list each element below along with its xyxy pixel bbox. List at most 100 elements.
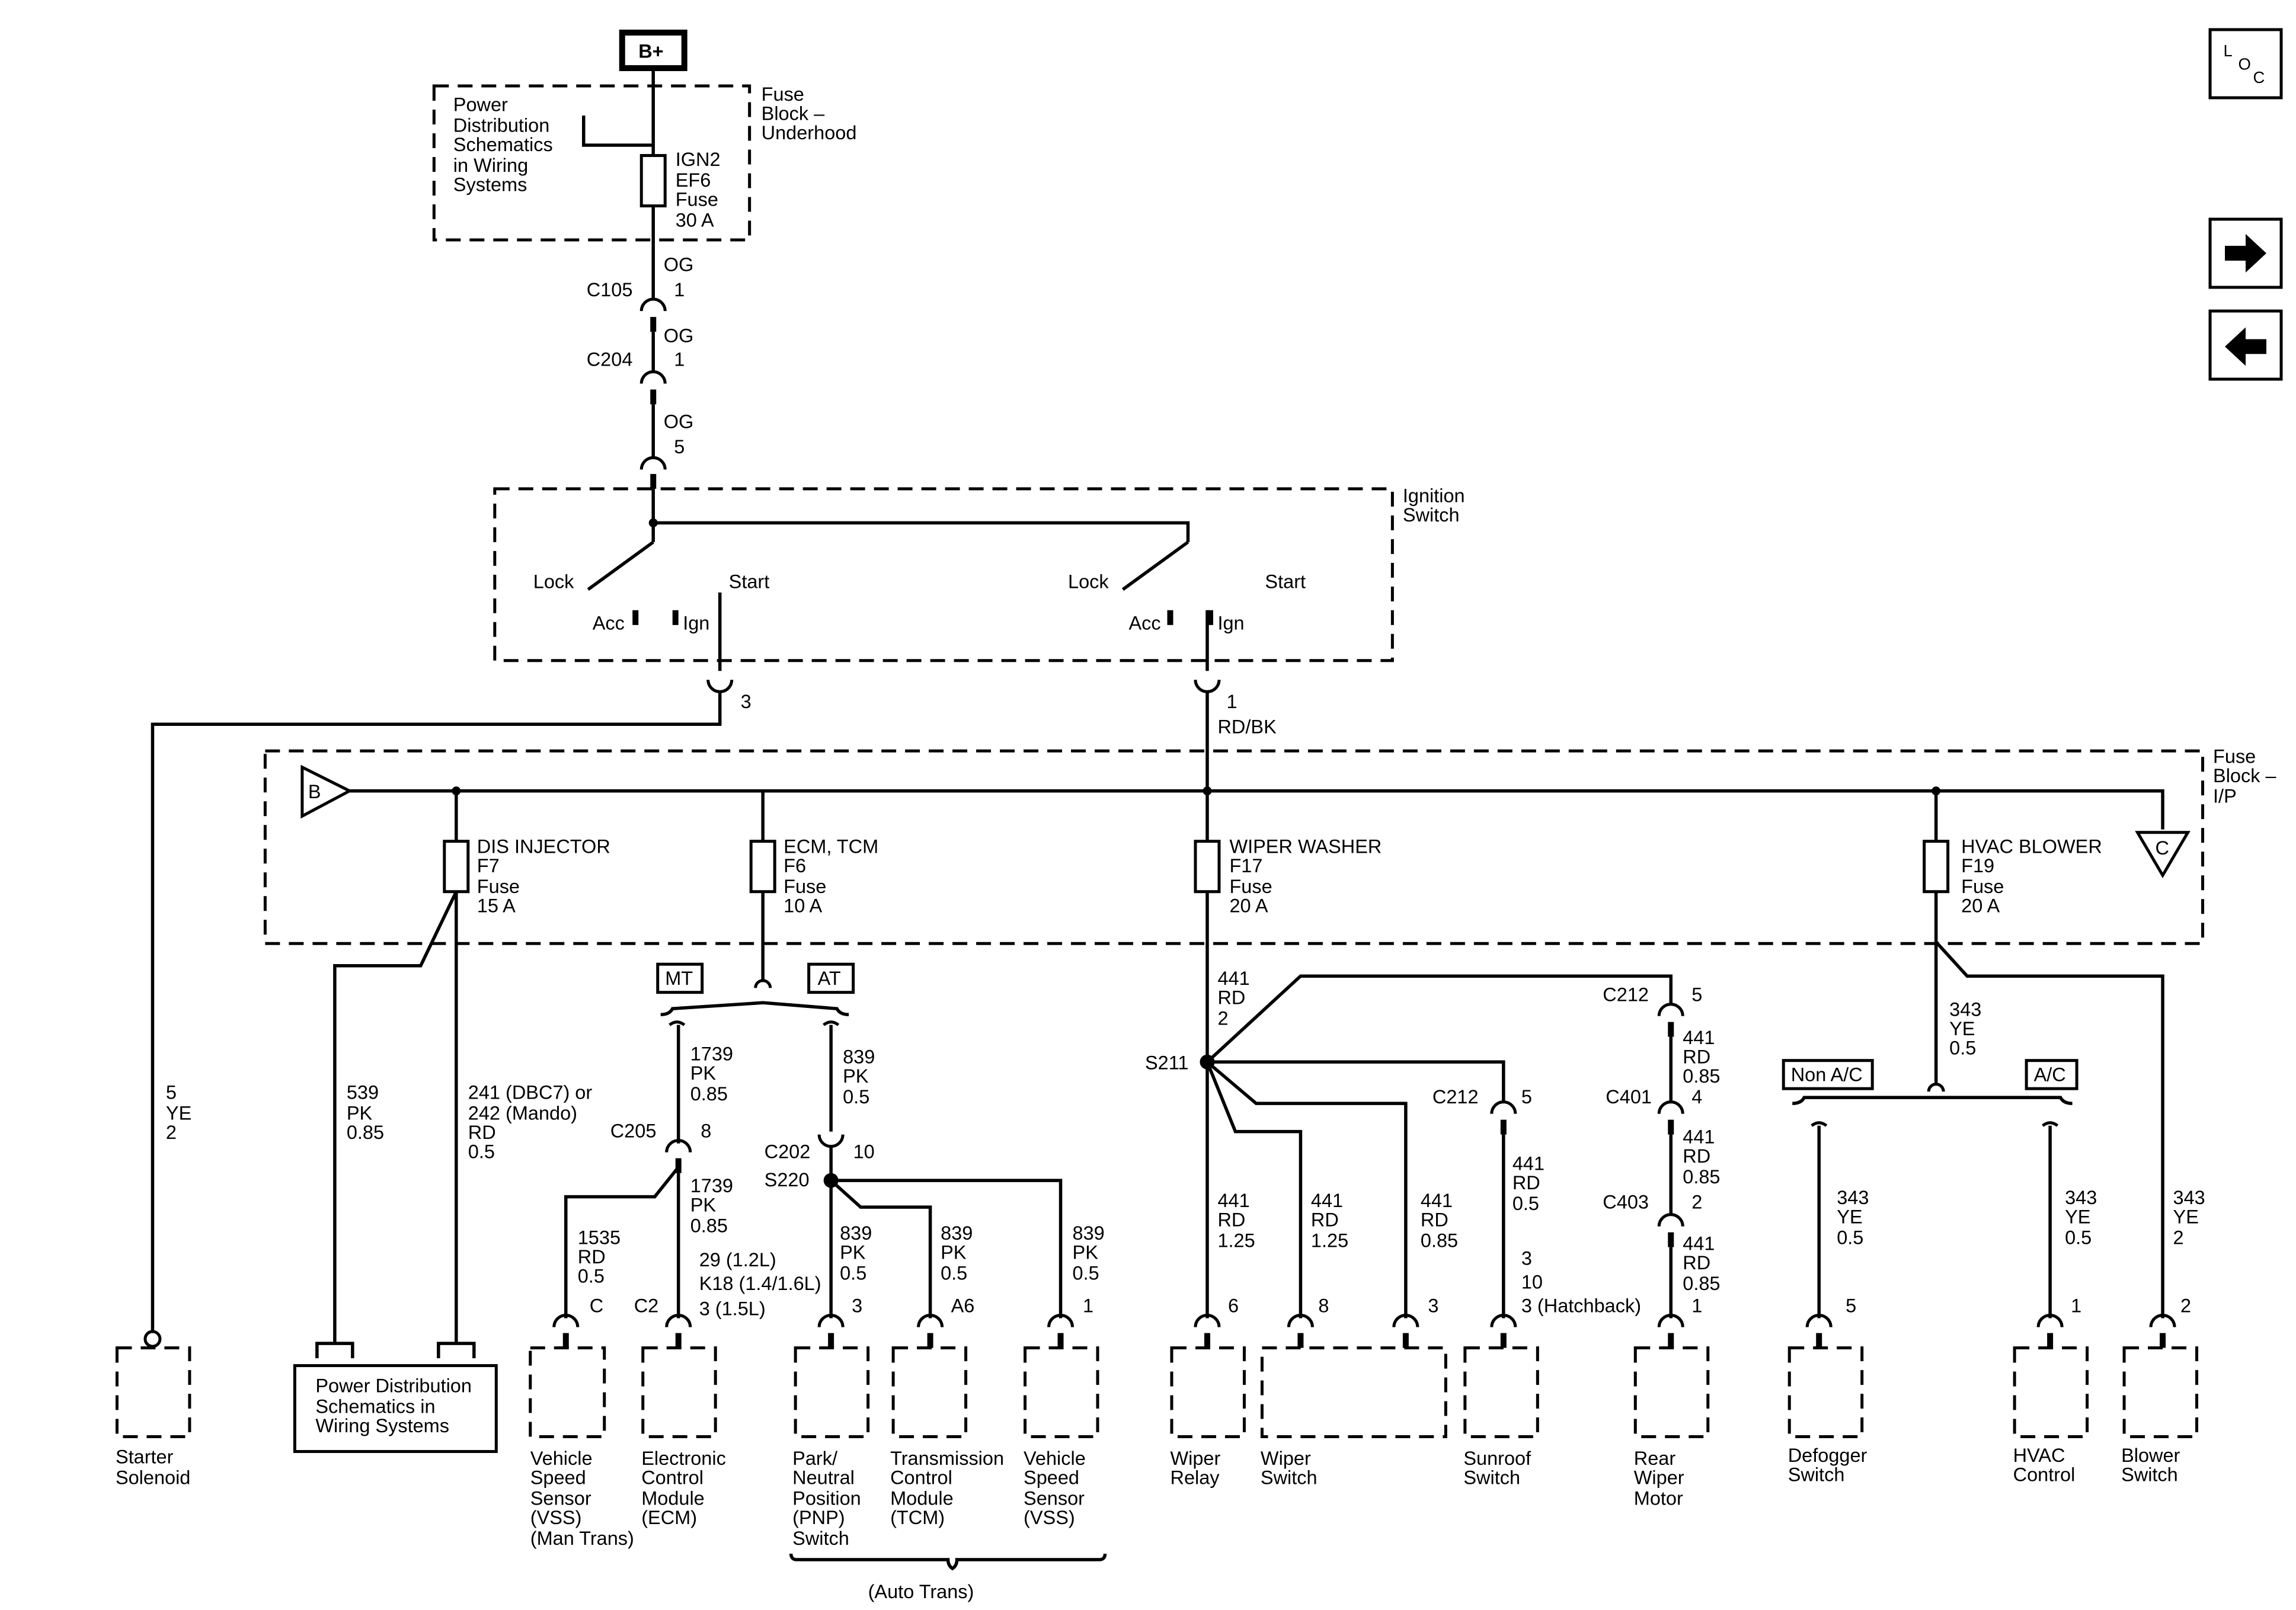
bplus-label: B+ (638, 40, 663, 62)
blower-switch-label: Blower Switch (2121, 1445, 2185, 1485)
diagram-graphics (115, 28, 2283, 1571)
pin-blower: 2 (2180, 1295, 2191, 1317)
c105-wire: OG (664, 254, 694, 275)
c202-pin: 10 (853, 1141, 875, 1163)
starter-solenoid-label: Starter Solenoid (116, 1446, 190, 1489)
wire-839-c: 839 PK 0.5 (941, 1222, 978, 1283)
pin-defogger: 5 (1846, 1295, 1856, 1317)
c401-label: C401 (1606, 1086, 1652, 1108)
pin-vss: 1 (1083, 1295, 1093, 1317)
s211-label: S211 (1145, 1052, 1188, 1074)
ign-ign-2: Ign (1217, 612, 1244, 633)
loc-button[interactable] (2208, 28, 2283, 100)
ign-pin-1: 1 (1226, 691, 1237, 712)
c202-label: C202 (765, 1141, 811, 1163)
pin-wiper-switch-2: 3 (1428, 1295, 1438, 1317)
fuse-block-ip-label: Fuse Block – I/P (2213, 745, 2282, 806)
fuse-f7-label: DIS INJECTOR F7 Fuse 15 A (477, 836, 616, 917)
ign-wire-rdbk: RD/BK (1217, 716, 1277, 737)
c204-label: C204 (587, 348, 633, 370)
sunroof-switch-label: Sunroof Switch (1463, 1448, 1536, 1488)
wire-441-f: 441 RD 1.25 (1217, 1190, 1255, 1251)
arrow-right-icon (2225, 233, 2267, 273)
wire-539: 539 PK 0.85 (347, 1082, 384, 1143)
ign-acc-2: Acc (1129, 612, 1161, 633)
wire-1535: 1535 RD 0.5 (578, 1227, 626, 1287)
ign-start-2: Start (1265, 571, 1306, 592)
wiper-relay-label: Wiper Relay (1170, 1448, 1226, 1488)
underhood-block-label: Fuse Block – Underhood (762, 84, 857, 143)
pin-wiper-switch-1: 8 (1318, 1295, 1329, 1317)
wire-241: 241 (DBC7) or 242 (Mando) RD 0.5 (468, 1082, 597, 1163)
c212b-label: C212 (1432, 1086, 1479, 1108)
auto-trans-label: (Auto Trans) (868, 1581, 974, 1602)
wire-441-c: 441 RD 0.85 (1683, 1126, 1720, 1188)
wire-839-b: 839 PK 0.5 (840, 1222, 877, 1283)
at-tag: AT (818, 968, 841, 989)
c212a-pin: 5 (1691, 984, 1702, 1006)
tcm-label: Transmission Control Module (TCM) (890, 1448, 1009, 1528)
ign-acc-1: Acc (593, 612, 625, 633)
arrow-left-icon (2225, 327, 2267, 366)
fuse-f19-label: HVAC BLOWER F19 Fuse 20 A (1961, 836, 2108, 917)
underhood-fuse-label: IGN2 EF6 Fuse 30 A (676, 149, 726, 231)
next-page-button[interactable] (2208, 217, 2283, 289)
loc-letter-l: L (2224, 41, 2233, 60)
power-distribution-ref-label: Power Distribution Schematics in Wiring … (315, 1375, 477, 1436)
pin-wiper-relay: 6 (1228, 1295, 1239, 1317)
pin-hvac: 1 (2071, 1295, 2081, 1317)
ecm-label: Electronic Control Module (ECM) (641, 1448, 731, 1528)
wire-starter: 5 YE 2 (166, 1082, 197, 1143)
wire-441-g: 441 RD 1.25 (1311, 1190, 1348, 1251)
pin-pnp: 3 (852, 1295, 862, 1317)
vss-man-trans-label: Vehicle Speed Sensor (VSS) (Man Trans) (530, 1448, 634, 1549)
wire-343-c: 343 YE 0.5 (2065, 1187, 2102, 1248)
loc-letter-o: O (2239, 55, 2251, 73)
rear-wiper-motor-label: Rear Wiper Motor (1634, 1448, 1690, 1509)
bus-c-label: C (2156, 837, 2169, 859)
non-ac-tag: Non A/C (1791, 1064, 1863, 1086)
c401-pin: 4 (1691, 1086, 1702, 1108)
ign-start-1: Start (729, 571, 770, 592)
defogger-switch-label: Defogger Switch (1788, 1445, 1873, 1485)
fuse-f17-label: WIPER WASHER F17 Fuse 20 A (1229, 836, 1387, 917)
wire-839-d: 839 PK 0.5 (1073, 1222, 1110, 1283)
wire-441-b: 441 RD 0.85 (1683, 1027, 1720, 1087)
c204-wire: OG (664, 325, 694, 346)
underhood-ref: Power Distribution Schematics in Wiring … (453, 94, 558, 195)
pin-tcm: A6 (951, 1295, 975, 1317)
ign-ign-1: Ign (683, 612, 709, 633)
wire-343-a: 343 YE 0.5 (1949, 999, 1987, 1059)
ign-pin-3: 3 (741, 691, 752, 712)
pin-ecm: C2 (634, 1295, 659, 1317)
wire-343-b: 343 YE 0.5 (1837, 1187, 1874, 1248)
c105-pin: 1 (674, 279, 685, 300)
pin-vss-man: C (590, 1295, 603, 1317)
c403-pin: 2 (1691, 1192, 1702, 1213)
c403-label: C403 (1603, 1192, 1649, 1213)
ecm-pin-options: 29 (1.2L) K18 (1.4/1.6L) 3 (1.5L) (699, 1249, 827, 1319)
wire-441-h: 441 RD 0.85 (1421, 1190, 1458, 1251)
ignition-switch-label: Ignition Switch (1403, 485, 1470, 525)
bus-b-label: B (308, 781, 321, 802)
pin-rear-wiper: 1 (1691, 1295, 1702, 1317)
pnp-switch-label: Park/ Neutral Position (PNP) Switch (792, 1448, 866, 1549)
wire-441-e: 441 RD 0.5 (1512, 1153, 1550, 1214)
vss-label: Vehicle Speed Sensor (VSS) (1024, 1448, 1091, 1528)
c204-pin: 1 (674, 348, 685, 370)
c105-label: C105 (587, 279, 633, 300)
sunroof-pin-options: 3 10 3 (Hatchback) (1521, 1248, 1641, 1317)
hvac-control-label: HVAC Control (2013, 1445, 2076, 1485)
wiper-switch-label: Wiper Switch (1261, 1448, 1318, 1488)
ign-lock-1: Lock (533, 571, 574, 592)
wire-839-a: 839 PK 0.5 (843, 1046, 880, 1108)
c212a-label: C212 (1603, 984, 1649, 1006)
prev-page-button[interactable] (2208, 309, 2283, 381)
wire-441-a: 441 RD 2 (1217, 968, 1255, 1029)
switch-feed-wire: OG (664, 411, 694, 432)
ign-lock-2: Lock (1068, 571, 1109, 592)
ac-tag: A/C (2034, 1064, 2066, 1086)
wire-1739-a: 1739 PK 0.85 (690, 1044, 738, 1105)
fuse-f6-label: ECM, TCM F6 Fuse 10 A (784, 836, 884, 917)
